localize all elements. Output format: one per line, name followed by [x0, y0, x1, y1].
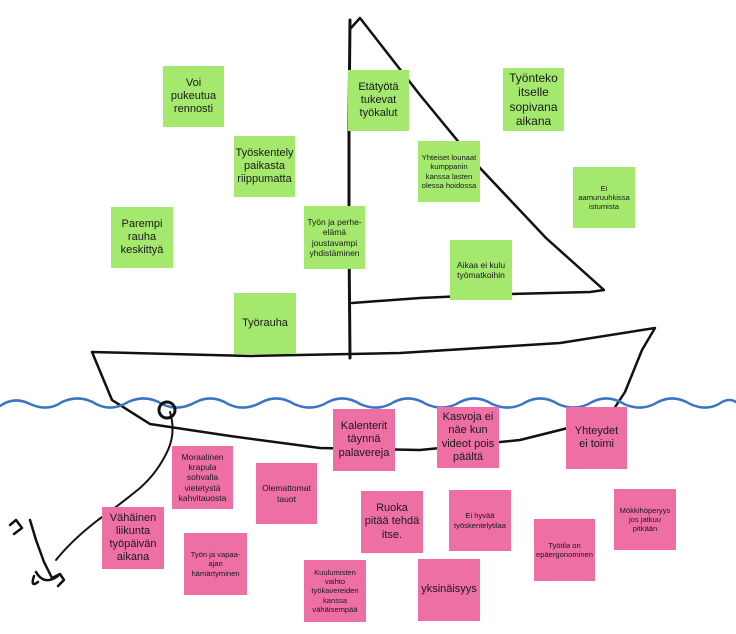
note-text: Aikaa ei kulu työmatkoihin [456, 259, 506, 280]
sticky-note-negative[interactable]: Ei hyvää työskentelytilaa [449, 490, 511, 551]
note-text: Kalenterit täynnä palavereja [338, 420, 390, 459]
sticky-note-negative[interactable]: Vähäinen liikunta työpäivän aikana [102, 507, 164, 569]
sticky-note-negative[interactable]: Kalenterit täynnä palavereja [333, 409, 395, 471]
anchor-ring [157, 400, 177, 420]
water-line [0, 397, 736, 409]
sticky-note-positive[interactable]: Työn ja perhe-elämä joustavampi yhdistäm… [304, 206, 365, 269]
sticky-note-positive[interactable]: Työskentely paikasta riippumatta [234, 136, 295, 197]
sticky-note-negative[interactable]: yksinäisyys [418, 559, 480, 621]
sticky-note-negative[interactable]: Ruoka pitää tehdä itse. [361, 491, 423, 553]
note-text: Vähäinen liikunta työpäivän aikana [109, 511, 157, 564]
sticky-note-positive[interactable]: Ei aamuruuhkissa istumista [573, 167, 635, 228]
sticky-note-negative[interactable]: Olemattomat tauot [256, 463, 317, 524]
note-text: Etätyötä tukevat työkalut [358, 80, 399, 120]
note-text: Työtila on epäergonominen [536, 540, 593, 559]
note-text: Ei hyvää työskentelytilaa [454, 511, 506, 530]
note-text: Kuulumisten vaihto työkavereiden kanssa … [311, 568, 359, 614]
note-text: yksinäisyys [421, 583, 477, 596]
note-text: Moraalinen krapula sohvalla vietetystä k… [178, 452, 227, 503]
note-text: Yhteydet ei toimi [574, 424, 619, 450]
sticky-note-positive[interactable]: Parempi rauha keskittyä [111, 207, 173, 268]
sticky-note-negative[interactable]: Yhteydet ei toimi [566, 407, 627, 469]
note-text: Kasvoja ei näe kun videot pois päältä [441, 411, 495, 463]
note-text: Mökkihöperyys jos jatkuu pitkään [619, 505, 671, 534]
note-text: Parempi rauha keskittyä [120, 217, 164, 257]
sticky-note-positive[interactable]: Voi pukeutua rennosti [163, 66, 224, 127]
note-text: Työnteko itselle sopivana aikana [509, 70, 558, 128]
sticky-note-positive[interactable]: Työrauha [234, 293, 296, 354]
note-text: Olemattomat tauot [262, 483, 311, 504]
sticky-note-positive[interactable]: Yhteiset lounaat kumppanin kanssa lasten… [418, 141, 480, 202]
note-text: Ei aamuruuhkissa istumista [578, 183, 630, 212]
sticky-note-positive[interactable]: Työnteko itselle sopivana aikana [503, 68, 564, 131]
note-text: Työn ja perhe-elämä joustavampi yhdistäm… [307, 217, 362, 258]
sticky-note-negative[interactable]: Kasvoja ei näe kun videot pois päältä [437, 407, 499, 468]
anchor-rope [55, 411, 174, 561]
note-text: Työrauha [242, 316, 288, 329]
note-text: Ruoka pitää tehdä itse. [364, 502, 420, 541]
sticky-note-negative[interactable]: Moraalinen krapula sohvalla vietetystä k… [172, 446, 233, 509]
sticky-note-negative[interactable]: Mökkihöperyys jos jatkuu pitkään [614, 489, 676, 550]
sticky-note-negative[interactable]: Kuulumisten vaihto työkavereiden kanssa … [304, 560, 366, 622]
note-text: Työn ja vapaa-ajan hämärtyminen [190, 550, 241, 578]
sticky-note-negative[interactable]: Työn ja vapaa-ajan hämärtyminen [184, 533, 247, 595]
sticky-note-positive[interactable]: Aikaa ei kulu työmatkoihin [450, 240, 512, 300]
note-text: Työskentely paikasta riippumatta [235, 146, 294, 186]
note-text: Voi pukeutua rennosti [170, 76, 217, 116]
anchor [8, 518, 66, 588]
sticky-note-negative[interactable]: Työtila on epäergonominen [534, 519, 595, 581]
sticky-note-positive[interactable]: Etätyötä tukevat työkalut [348, 70, 409, 131]
note-text: Yhteiset lounaat kumppanin kanssa lasten… [421, 153, 477, 190]
